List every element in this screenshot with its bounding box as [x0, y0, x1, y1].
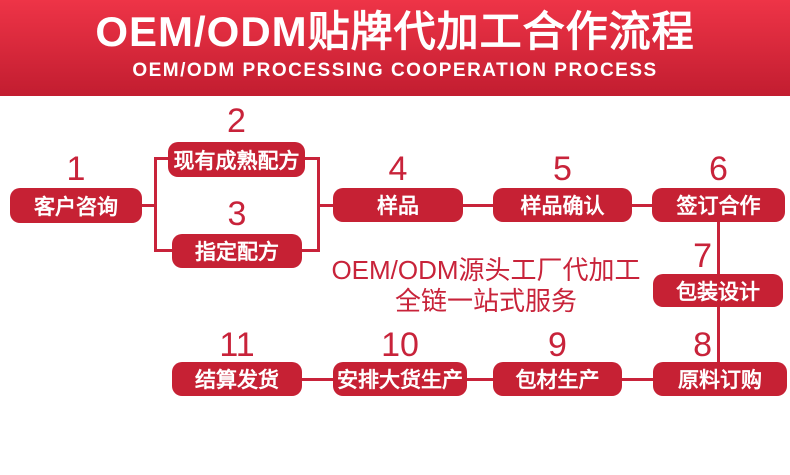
center-tagline-line1: OEM/ODM源头工厂代加工: [331, 255, 641, 285]
connector-step2-to-merge: [303, 157, 319, 160]
step-box-bulk-production: 安排大货生产: [333, 362, 467, 396]
step-box-sign-cooperation: 签订合作: [652, 188, 785, 222]
step-number-2: 2: [227, 102, 246, 140]
connector-step5-to-step6: [632, 204, 652, 207]
step-number-4: 4: [388, 150, 408, 188]
connector-branch-left-vertical: [154, 157, 157, 252]
connector-branch-to-step3: [155, 249, 172, 252]
connector-merge-to-step4: [318, 204, 333, 207]
page-title: OEM/ODM贴牌代加工合作流程: [95, 8, 695, 55]
step-number-10: 10: [381, 326, 419, 364]
connector-step9-to-step10: [467, 378, 493, 381]
step-box-existing-formula: 现有成熟配方: [168, 142, 305, 177]
step-box-specified-formula: 指定配方: [172, 234, 302, 268]
step-number-1: 1: [66, 150, 86, 188]
connector-step6-to-step7: [717, 222, 720, 274]
connector-step8-to-step9: [622, 378, 653, 381]
step-box-raw-material-order: 原料订购: [653, 362, 787, 396]
step-box-packaging-production: 包材生产: [493, 362, 622, 396]
step-number-11: 11: [219, 326, 255, 364]
step-box-packaging-design: 包装设计: [653, 274, 783, 307]
connector-branch-to-step2: [155, 157, 170, 160]
step-box-sample: 样品: [333, 188, 463, 222]
step-number-3: 3: [227, 195, 247, 233]
connector-step4-to-step5: [463, 204, 493, 207]
step-box-settlement-shipping: 结算发货: [172, 362, 302, 396]
connector-step3-to-merge: [302, 249, 319, 252]
step-number-7: 7: [693, 237, 712, 275]
connector-step1-to-branch: [142, 204, 156, 207]
connector-step7-to-step8: [717, 307, 720, 362]
step-number-5: 5: [553, 150, 572, 188]
step-box-customer-consultation: 客户咨询: [10, 188, 142, 223]
page-subtitle: OEM/ODM PROCESSING COOPERATION PROCESS: [132, 60, 658, 81]
step-box-sample-confirmation: 样品确认: [493, 188, 632, 222]
center-tagline: OEM/ODM源头工厂代加工 全链一站式服务: [326, 255, 646, 317]
center-tagline-line2: 全链一站式服务: [394, 286, 577, 316]
connector-step10-to-step11: [302, 378, 333, 381]
step-number-6: 6: [709, 150, 728, 188]
step-number-9: 9: [548, 326, 567, 364]
header-banner: OEM/ODM贴牌代加工合作流程 OEM/ODM PROCESSING COOP…: [0, 0, 790, 96]
step-number-8: 8: [693, 326, 712, 364]
